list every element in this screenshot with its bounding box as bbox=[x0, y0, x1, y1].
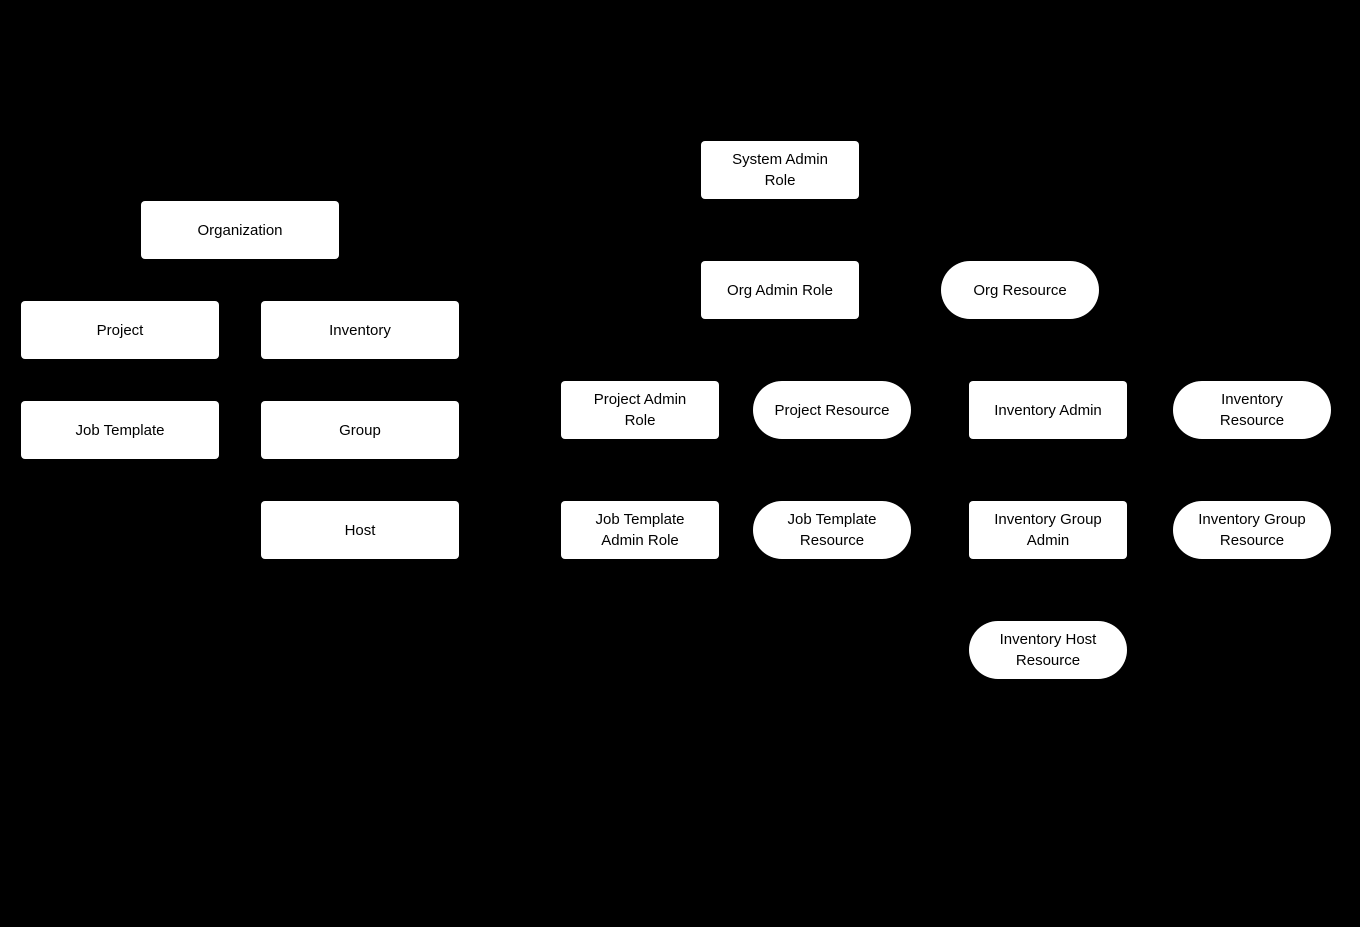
diagram-node-label: System Admin Role bbox=[732, 151, 828, 189]
diagram-node-label: Job Template bbox=[75, 421, 165, 439]
diagram-node-group: Group bbox=[261, 401, 459, 459]
diagram-node-label: Host bbox=[344, 521, 376, 539]
diagram-node-label: Group bbox=[339, 421, 381, 439]
diagram-node-inventory-group-resource: Inventory Group Resource bbox=[1173, 501, 1331, 559]
diagram-node-organization: Organization bbox=[141, 201, 339, 259]
diagram-node-project-admin-role: Project Admin Role bbox=[561, 381, 719, 439]
diagram-node-label: Inventory Group Resource bbox=[1198, 511, 1306, 549]
diagram-node-org-resource: Org Resource bbox=[941, 261, 1099, 319]
diagram-node-job-template: Job Template bbox=[21, 401, 219, 459]
diagram-node-label: Job Template Admin Role bbox=[595, 511, 685, 549]
diagram-node-inventory-host-resource: Inventory Host Resource bbox=[969, 621, 1127, 679]
diagram-node-label: Inventory Host Resource bbox=[999, 631, 1097, 669]
diagram-node-inventory-admin: Inventory Admin bbox=[969, 381, 1127, 439]
diagram-node-inventory-group-admin: Inventory Group Admin bbox=[969, 501, 1127, 559]
diagram-node-project: Project bbox=[21, 301, 219, 359]
diagram-node-inventory: Inventory bbox=[261, 301, 459, 359]
diagram-node-label: Inventory bbox=[329, 321, 391, 339]
diagram-node-project-resource: Project Resource bbox=[753, 381, 911, 439]
diagram-node-label: Org Resource bbox=[973, 281, 1067, 299]
diagram-node-host: Host bbox=[261, 501, 459, 559]
diagram-node-system-admin-role: System Admin Role bbox=[701, 141, 859, 199]
diagram-node-label: Project Resource bbox=[774, 401, 890, 419]
diagram-node-job-template-admin-role: Job Template Admin Role bbox=[561, 501, 719, 559]
diagram-node-org-admin-role: Org Admin Role bbox=[701, 261, 859, 319]
diagram-node-label: Org Admin Role bbox=[727, 281, 833, 299]
diagram-node-label: Job Template Resource bbox=[787, 511, 877, 549]
diagram-node-label: Organization bbox=[197, 221, 283, 239]
diagram-node-inventory-resource: Inventory Resource bbox=[1173, 381, 1331, 439]
diagram-node-label: Inventory Admin bbox=[994, 401, 1102, 419]
diagram-node-job-template-resource: Job Template Resource bbox=[753, 501, 911, 559]
diagram-node-label: Inventory Group Admin bbox=[994, 511, 1102, 549]
diagram-node-label: Project bbox=[96, 321, 144, 339]
diagram-node-label: Inventory Resource bbox=[1219, 391, 1285, 429]
diagram-node-label: Project Admin Role bbox=[593, 391, 687, 429]
